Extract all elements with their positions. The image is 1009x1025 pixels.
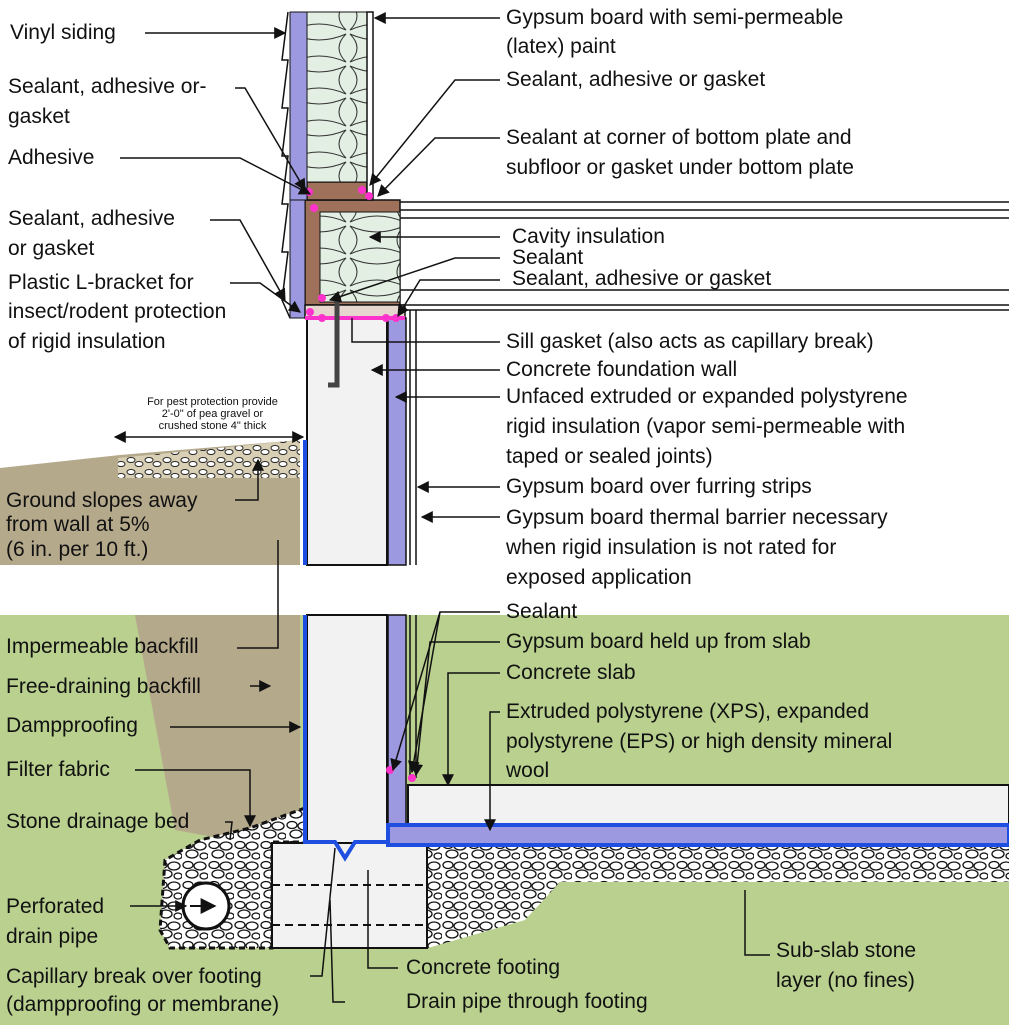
label-rigid-insulation-1: Unfaced extruded or expanded polystyrene (506, 385, 908, 408)
label-pest-note-2: 2'-0" of pea gravel or (161, 408, 264, 420)
sub-slab-stone (428, 846, 1009, 948)
label-dampproofing: Dampproofing (6, 714, 138, 737)
vinyl-siding (281, 11, 291, 319)
leader-lines (120, 11, 770, 1003)
label-gypsum-furring: Gypsum board over furring strips (506, 475, 812, 498)
rim-insulation-blue (289, 199, 306, 319)
label-rigid-insulation-2: rigid insulation (vapor semi-permeable w… (506, 415, 906, 438)
label-vinyl-siding: Vinyl siding (10, 21, 116, 44)
label-sealant-top-left-1: Sealant, adhesive or- (8, 75, 207, 98)
cavity-insulation (319, 211, 401, 303)
label-free-draining-backfill: Free-draining backfill (6, 675, 201, 698)
label-gypsum-paint-2: (latex) paint (506, 35, 616, 58)
concrete-slab (407, 784, 1009, 826)
label-ground-slope-1: Ground slopes away (6, 489, 198, 512)
label-sealant-right-2: Sealant, adhesive or gasket (512, 267, 772, 290)
label-drain-through-footing: Drain pipe through footing (406, 990, 648, 1013)
rigid-insulation (387, 317, 407, 566)
label-sealant-corner-2: subfloor or gasket under bottom plate (506, 156, 854, 179)
label-sealant-lower: Sealant (506, 600, 578, 623)
pea-gravel (118, 440, 300, 478)
rigid-insulation-lower (387, 614, 407, 826)
label-concrete-slab: Concrete slab (506, 661, 636, 684)
label-ground-slope-2: from wall at 5% (6, 513, 150, 536)
label-pest-note-3: crushed stone 4" thick (158, 420, 267, 432)
wall-cavity (306, 11, 368, 183)
label-sealant-corner-1: Sealant at corner of bottom plate and (506, 126, 852, 149)
label-gypsum-paint-1: Gypsum board with semi-permeable (506, 6, 844, 29)
concrete-foundation-wall (306, 317, 388, 566)
label-l-bracket-2: insect/rodent protection (8, 300, 227, 323)
capillary-break-membrane (303, 615, 390, 862)
label-xps-2: polystyrene (EPS) or high density minera… (506, 730, 893, 753)
label-cavity-insulation: Cavity insulation (512, 225, 665, 248)
label-sub-slab-2: layer (no fines) (776, 969, 915, 992)
label-capillary-break-2: (dampproofing or membrane) (6, 993, 280, 1016)
label-thermal-barrier-3: exposed application (506, 566, 692, 589)
label-adhesive: Adhesive (8, 146, 95, 169)
label-perforated-drain-1: Perforated (6, 895, 105, 918)
label-sealant-top-left-2: gasket (8, 105, 70, 128)
label-ground-slope-3: (6 in. per 10 ft.) (6, 538, 149, 561)
concrete-foundation-wall-lower (306, 614, 388, 844)
label-filter-fabric: Filter fabric (6, 758, 110, 781)
concrete-footing (271, 842, 428, 949)
label-foundation-wall: Concrete foundation wall (506, 358, 738, 381)
label-xps-3: wool (506, 759, 550, 782)
label-l-bracket-3: of rigid insulation (8, 330, 166, 353)
label-thermal-barrier-1: Gypsum board thermal barrier necessary (506, 506, 888, 529)
label-perforated-drain-2: drain pipe (6, 925, 99, 948)
label-sealant-mid-left-1: Sealant, adhesive (8, 207, 175, 230)
label-capillary-break-1: Capillary break over footing (6, 965, 262, 988)
label-concrete-footing: Concrete footing (406, 956, 561, 979)
wall-insulation-blue (289, 11, 308, 201)
xps-under-slab (386, 823, 1009, 847)
label-rigid-insulation-3: taped or sealed joints) (506, 445, 713, 468)
label-sealant-top-right: Sealant, adhesive or gasket (506, 68, 766, 91)
label-xps-1: Extruded polystyrene (XPS), expanded (506, 700, 870, 723)
anchor-bolt (328, 298, 340, 388)
label-gypsum-held: Gypsum board held up from slab (506, 630, 811, 653)
label-sub-slab-1: Sub-slab stone (776, 939, 917, 962)
gypsum-board (366, 11, 374, 201)
label-thermal-barrier-2: when rigid insulation is not rated for (506, 536, 837, 559)
label-sill-gasket: Sill gasket (also acts as capillary brea… (506, 330, 874, 353)
bottom-plate (306, 181, 368, 201)
label-impermeable-backfill: Impermeable backfill (6, 635, 199, 658)
label-l-bracket-1: Plastic L-bracket for (8, 271, 194, 294)
label-stone-drainage-bed: Stone drainage bed (6, 810, 190, 833)
label-sealant-right: Sealant (512, 246, 584, 269)
label-pest-note-1: For pest protection provide (147, 396, 278, 408)
label-sealant-mid-left-2: or gasket (8, 237, 95, 260)
